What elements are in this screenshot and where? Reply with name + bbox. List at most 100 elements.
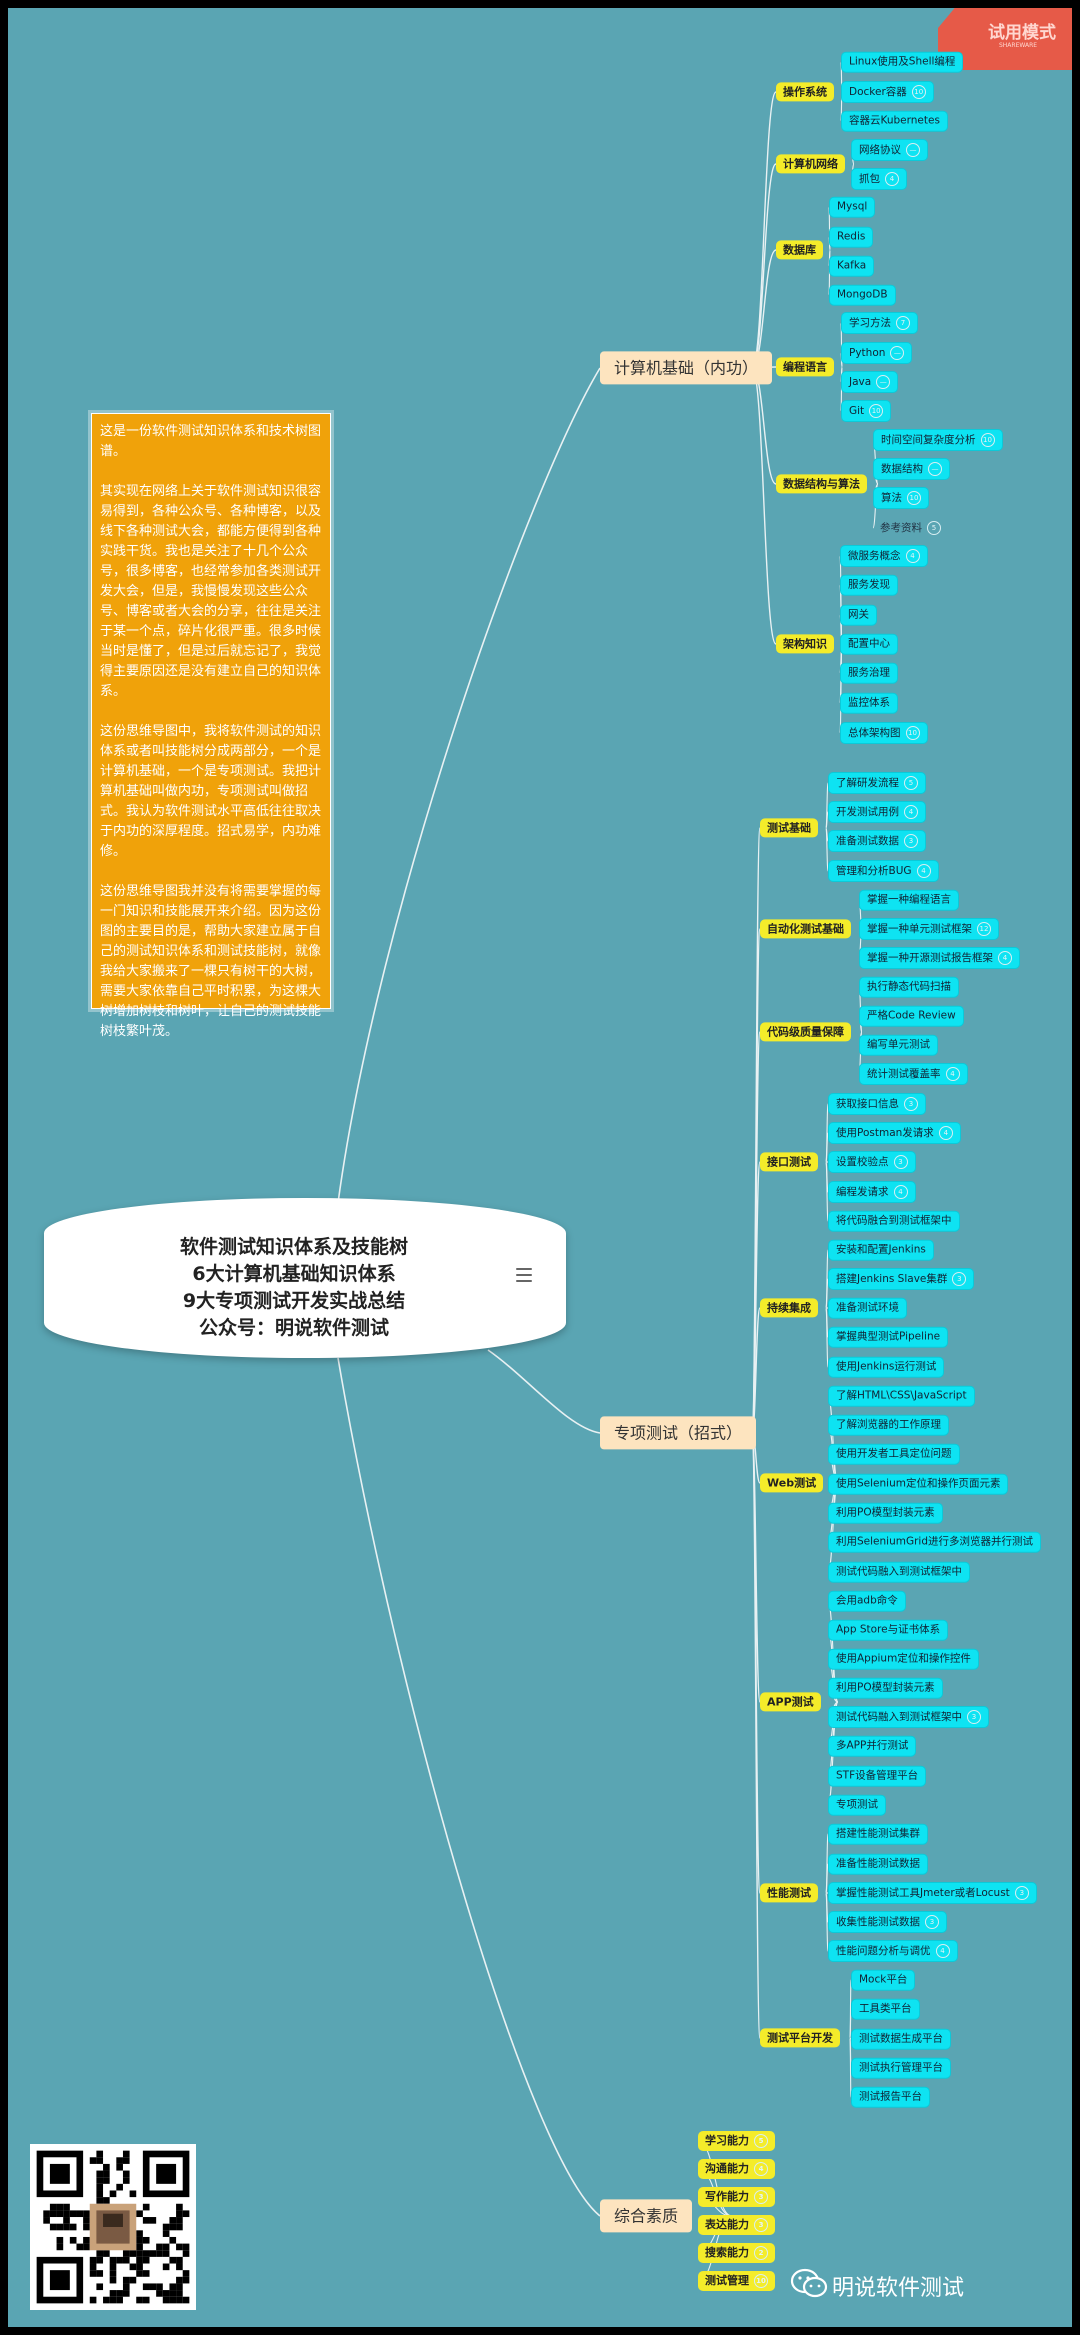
topic-leaf[interactable]: 利用PO模型封装元素: [828, 1502, 943, 1524]
topic-branch[interactable]: 编程语言: [776, 357, 834, 377]
topic-leaf[interactable]: 测试报告平台: [851, 2086, 930, 2108]
topic-leaf[interactable]: 掌握典型测试Pipeline: [828, 1326, 949, 1348]
child-count-badge[interactable]: 10: [907, 491, 921, 505]
topic-leaf[interactable]: 网络协议—: [851, 139, 928, 161]
topic-leaf[interactable]: 专项测试: [828, 1794, 886, 1816]
topic-leaf[interactable]: Redis: [829, 226, 874, 248]
child-count-badge[interactable]: 2: [754, 2246, 768, 2260]
child-count-badge[interactable]: 4: [945, 1067, 960, 1081]
topic-branch[interactable]: 持续集成: [760, 1298, 818, 1318]
child-count-badge[interactable]: 4: [904, 805, 918, 819]
topic-leaf[interactable]: Mock平台: [851, 1969, 916, 1991]
child-count-badge[interactable]: 3: [952, 1272, 967, 1286]
topic-leaf[interactable]: 严格Code Review: [859, 1005, 964, 1027]
child-count-badge[interactable]: 10: [754, 2274, 768, 2288]
topic-leaf[interactable]: 服务治理: [840, 662, 898, 684]
topic-branch[interactable]: 架构知识: [776, 634, 834, 654]
topic-leaf[interactable]: 会用adb命令: [828, 1590, 906, 1612]
topic-branch[interactable]: 自动化测试基础: [760, 919, 851, 939]
topic-leaf[interactable]: Python—: [841, 342, 913, 364]
child-count-badge[interactable]: 3: [1014, 1886, 1029, 1900]
child-count-badge[interactable]: 3: [925, 1915, 939, 1929]
child-count-badge[interactable]: 3: [904, 1097, 918, 1111]
topic-leaf[interactable]: 使用开发者工具定位问题: [828, 1443, 960, 1465]
topic-branch[interactable]: 接口测试: [760, 1152, 818, 1172]
topic-branch[interactable]: 数据结构与算法: [776, 474, 867, 494]
topic-main[interactable]: 专项测试（招式）: [600, 1416, 757, 1450]
topic-leaf[interactable]: Linux使用及Shell编程: [841, 51, 964, 73]
topic-branch[interactable]: APP测试: [760, 1692, 821, 1712]
topic-leaf[interactable]: 使用Appium定位和操作控件: [828, 1648, 979, 1670]
child-count-badge[interactable]: 5: [904, 776, 918, 790]
child-count-badge[interactable]: 4: [998, 951, 1012, 965]
child-count-badge[interactable]: 3: [967, 1710, 981, 1724]
notes-menu-icon[interactable]: [516, 1268, 532, 1286]
child-count-badge[interactable]: 10: [980, 433, 995, 447]
child-count-badge[interactable]: 4: [938, 1126, 953, 1140]
child-count-badge[interactable]: 10: [911, 85, 926, 99]
topic-leaf[interactable]: STF设备管理平台: [828, 1765, 927, 1787]
topic-leaf[interactable]: 掌握一种编程语言: [859, 889, 959, 911]
topic-leaf[interactable]: 服务发现: [840, 574, 898, 596]
topic-leaf[interactable]: 搭建性能测试集群: [828, 1823, 928, 1845]
topic-leaf[interactable]: 利用SeleniumGrid进行多浏览器并行测试: [828, 1531, 1041, 1553]
topic-main[interactable]: 综合素质: [600, 2199, 693, 2233]
child-count-badge[interactable]: 5: [754, 2134, 768, 2148]
topic-leaf[interactable]: 将代码融合到测试框架中: [828, 1210, 960, 1232]
child-count-badge[interactable]: 7: [896, 316, 910, 330]
topic-branch[interactable]: 操作系统: [776, 82, 834, 102]
topic-leaf[interactable]: 测试代码融入到测试框架中: [828, 1561, 970, 1583]
topic-leaf[interactable]: 执行静态代码扫描: [859, 976, 959, 998]
topic-leaf[interactable]: 使用Selenium定位和操作页面元素: [828, 1473, 1009, 1495]
child-count-badge[interactable]: 3: [754, 2218, 768, 2232]
topic-leaf[interactable]: Mysql: [829, 196, 876, 218]
topic-leaf[interactable]: 准备测试环境: [828, 1297, 907, 1319]
topic-leaf[interactable]: 测试数据生成平台: [851, 2028, 951, 2050]
topic-leaf[interactable]: 使用Jenkins运行测试: [828, 1356, 945, 1378]
topic-leaf[interactable]: Java—: [841, 371, 899, 393]
child-count-badge[interactable]: —: [876, 375, 891, 389]
child-count-badge[interactable]: —: [906, 143, 920, 157]
topic-main[interactable]: 计算机基础（内功）: [600, 351, 773, 385]
topic-branch[interactable]: Web测试: [760, 1473, 824, 1493]
child-count-badge[interactable]: 10: [869, 404, 884, 418]
child-count-badge[interactable]: 3: [904, 834, 918, 848]
topic-branch[interactable]: 代码级质量保障: [760, 1022, 851, 1042]
topic-leaf[interactable]: App Store与证书体系: [828, 1619, 949, 1641]
topic-leaf[interactable]: 监控体系: [840, 692, 898, 714]
topic-leaf[interactable]: 了解浏览器的工作原理: [828, 1414, 949, 1436]
topic-leaf[interactable]: 利用PO模型封装元素: [828, 1677, 943, 1699]
topic-leaf[interactable]: 数据结构—: [873, 458, 950, 480]
child-count-badge[interactable]: —: [890, 346, 905, 360]
child-count-badge[interactable]: 4: [885, 172, 899, 186]
central-topic[interactable]: 软件测试知识体系及技能树 6大计算机基础知识体系 9大专项测试开发实战总结 公众…: [44, 1198, 566, 1358]
child-count-badge[interactable]: 4: [916, 864, 931, 878]
topic-leaf[interactable]: 准备性能测试数据: [828, 1853, 928, 1875]
